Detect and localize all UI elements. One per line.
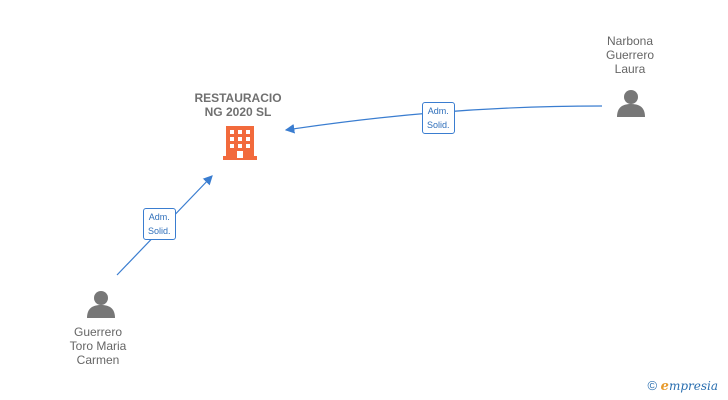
footer-brand: © empresia [647, 378, 718, 394]
person-icon[interactable] [617, 89, 645, 117]
copyright-icon: © [647, 378, 658, 393]
edge-label-guerrero: Adm. Solid. [143, 208, 176, 240]
company-name[interactable]: RESTAURACIO NG 2020 SL [194, 91, 282, 119]
person-icon[interactable] [87, 290, 115, 318]
building-icon[interactable] [223, 124, 257, 160]
brand-logo-e: e [660, 379, 669, 394]
brand-logo-rest: mpresia [668, 379, 718, 393]
person-name-narbona[interactable]: Narbona Guerrero Laura [605, 34, 655, 76]
edge-label-narbona: Adm. Solid. [422, 102, 455, 134]
person-name-guerrero[interactable]: Guerrero Toro Maria Carmen [69, 325, 127, 367]
